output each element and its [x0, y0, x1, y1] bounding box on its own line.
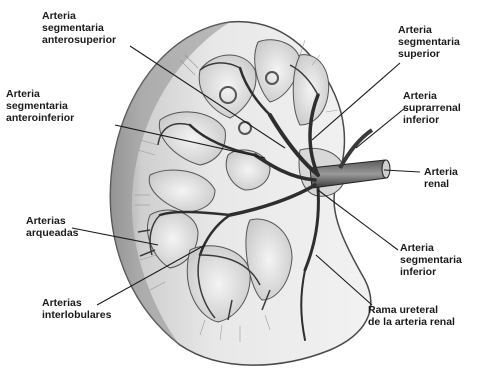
label-seg-superior: Arteria segmentaria superior [398, 24, 460, 60]
label-seg-inferior: Arteria segmentaria inferior [400, 242, 462, 278]
label-seg-anteroinferior: Arteria segmentaria anteroinferior [6, 88, 74, 124]
label-interlobulares: Arterias interlobulares [42, 297, 111, 321]
label-suprarrenal-inferior: Arteria suprarrenal inferior [403, 90, 461, 126]
label-rama-ureteral: Rama ureteral de la arteria renal [368, 304, 455, 328]
label-seg-anterosuperior: Arteria segmentaria anterosuperior [42, 10, 116, 46]
label-renal: Arteria renal [424, 166, 458, 190]
label-arqueadas: Arterias arqueadas [26, 215, 79, 239]
